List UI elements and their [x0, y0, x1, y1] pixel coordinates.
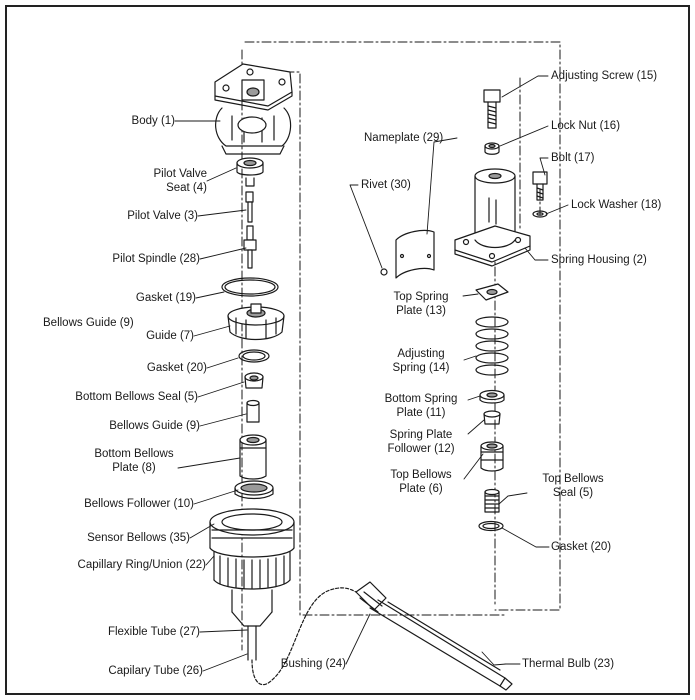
label-pilot-valve-seat-line1: Pilot Valve [153, 168, 207, 180]
label-bellows-guide-top: Bellows Guide (9) [43, 317, 134, 329]
label-lock-washer: Lock Washer (18) [571, 199, 662, 211]
label-adjusting-screw: Adjusting Screw (15) [551, 70, 658, 82]
pilot-valve-seat-part [236, 157, 264, 187]
label-adjusting-spring-line2: Spring (14) [392, 362, 450, 374]
thermal-bulb-part [355, 581, 513, 691]
label-bottom-spring-plate-line2: Plate (11) [396, 407, 446, 419]
label-pilot-valve-seat-line2: Seat (4) [166, 182, 207, 194]
label-capillary-ring: Capillary Ring/Union (22) [77, 559, 206, 571]
label-guide-7: Guide (7) [146, 330, 194, 342]
lock-nut-part [484, 142, 500, 155]
adjusting-screw-part [483, 89, 501, 129]
label-flexible-tube: Flexible Tube (27) [107, 626, 200, 638]
bottom-bellows-seal-part [244, 372, 264, 389]
label-gasket-20-left: Gasket (20) [146, 362, 207, 374]
label-top-spring-plate-line1: Top Spring [393, 291, 449, 303]
label-thermal-bulb: Thermal Bulb (23) [522, 658, 615, 670]
label-body: Body (1) [131, 115, 175, 127]
gasket-20-left-part [238, 349, 270, 363]
top-bellows-plate-part [480, 441, 504, 472]
label-nameplate: Nameplate (29) [364, 132, 444, 144]
bottom-bellows-plate-part [239, 434, 267, 480]
pilot-spindle-part [243, 225, 257, 269]
body-part [214, 63, 293, 155]
label-bolt: Bolt (17) [551, 152, 595, 164]
spring-housing-part [454, 168, 531, 267]
label-bellows-follower: Bellows Follower (10) [84, 498, 194, 510]
label-sensor-bellows: Sensor Bellows (35) [87, 532, 190, 544]
top-spring-plate-part [475, 283, 509, 301]
gasket-20-right-part [478, 520, 504, 532]
sensor-bellows-part [209, 508, 295, 627]
label-gasket-20-right: Gasket (20) [551, 541, 612, 553]
label-top-bellows-seal-line1: Top Bellows [542, 473, 604, 485]
pilot-valve-part [245, 191, 254, 223]
diagram-frame [5, 5, 690, 695]
bottom-spring-plate-part [479, 389, 505, 404]
bellows-guide-part [246, 399, 260, 423]
label-bottom-bellows-plate-line2: Plate (8) [112, 462, 156, 474]
label-bottom-bellows-plate-line1: Bottom Bellows [94, 448, 174, 460]
label-capilary-tube: Capilary Tube (26) [108, 665, 203, 677]
label-top-bellows-plate-line2: Plate (6) [399, 483, 443, 495]
label-bellows-guide-9: Bellows Guide (9) [109, 420, 200, 432]
label-spring-plate-follower-line1: Spring Plate [389, 429, 453, 441]
label-bottom-spring-plate-line1: Bottom Spring [384, 393, 458, 405]
label-spring-housing: Spring Housing (2) [551, 254, 647, 266]
label-bottom-bellows-seal: Bottom Bellows Seal (5) [75, 391, 198, 403]
bellows-follower-part [234, 480, 274, 500]
label-pilot-valve: Pilot Valve (3) [127, 210, 198, 222]
spring-plate-follower-part [483, 410, 501, 425]
label-gasket-19: Gasket (19) [135, 292, 196, 304]
leader-lines [174, 75, 569, 672]
guide-part [227, 303, 285, 341]
capillary-tube-part [247, 587, 359, 686]
bolt-part [532, 171, 548, 201]
label-bushing: Bushing (24) [280, 658, 346, 670]
label-top-bellows-seal-line2: Seal (5) [552, 487, 594, 499]
label-top-spring-plate-line2: Plate (13) [396, 305, 446, 317]
adjusting-spring-part [475, 316, 509, 376]
top-bellows-seal-part [484, 488, 500, 513]
label-pilot-spindle: Pilot Spindle (28) [112, 253, 200, 265]
label-rivet: Rivet (30) [361, 179, 411, 191]
gasket-19-part [221, 277, 279, 297]
label-spring-plate-follower-line2: Follower (12) [387, 443, 455, 455]
nameplate-part [380, 229, 435, 279]
label-top-bellows-plate-line1: Top Bellows [390, 469, 452, 481]
label-adjusting-spring-line1: Adjusting [397, 348, 445, 360]
label-lock-nut: Lock Nut (16) [551, 120, 621, 132]
